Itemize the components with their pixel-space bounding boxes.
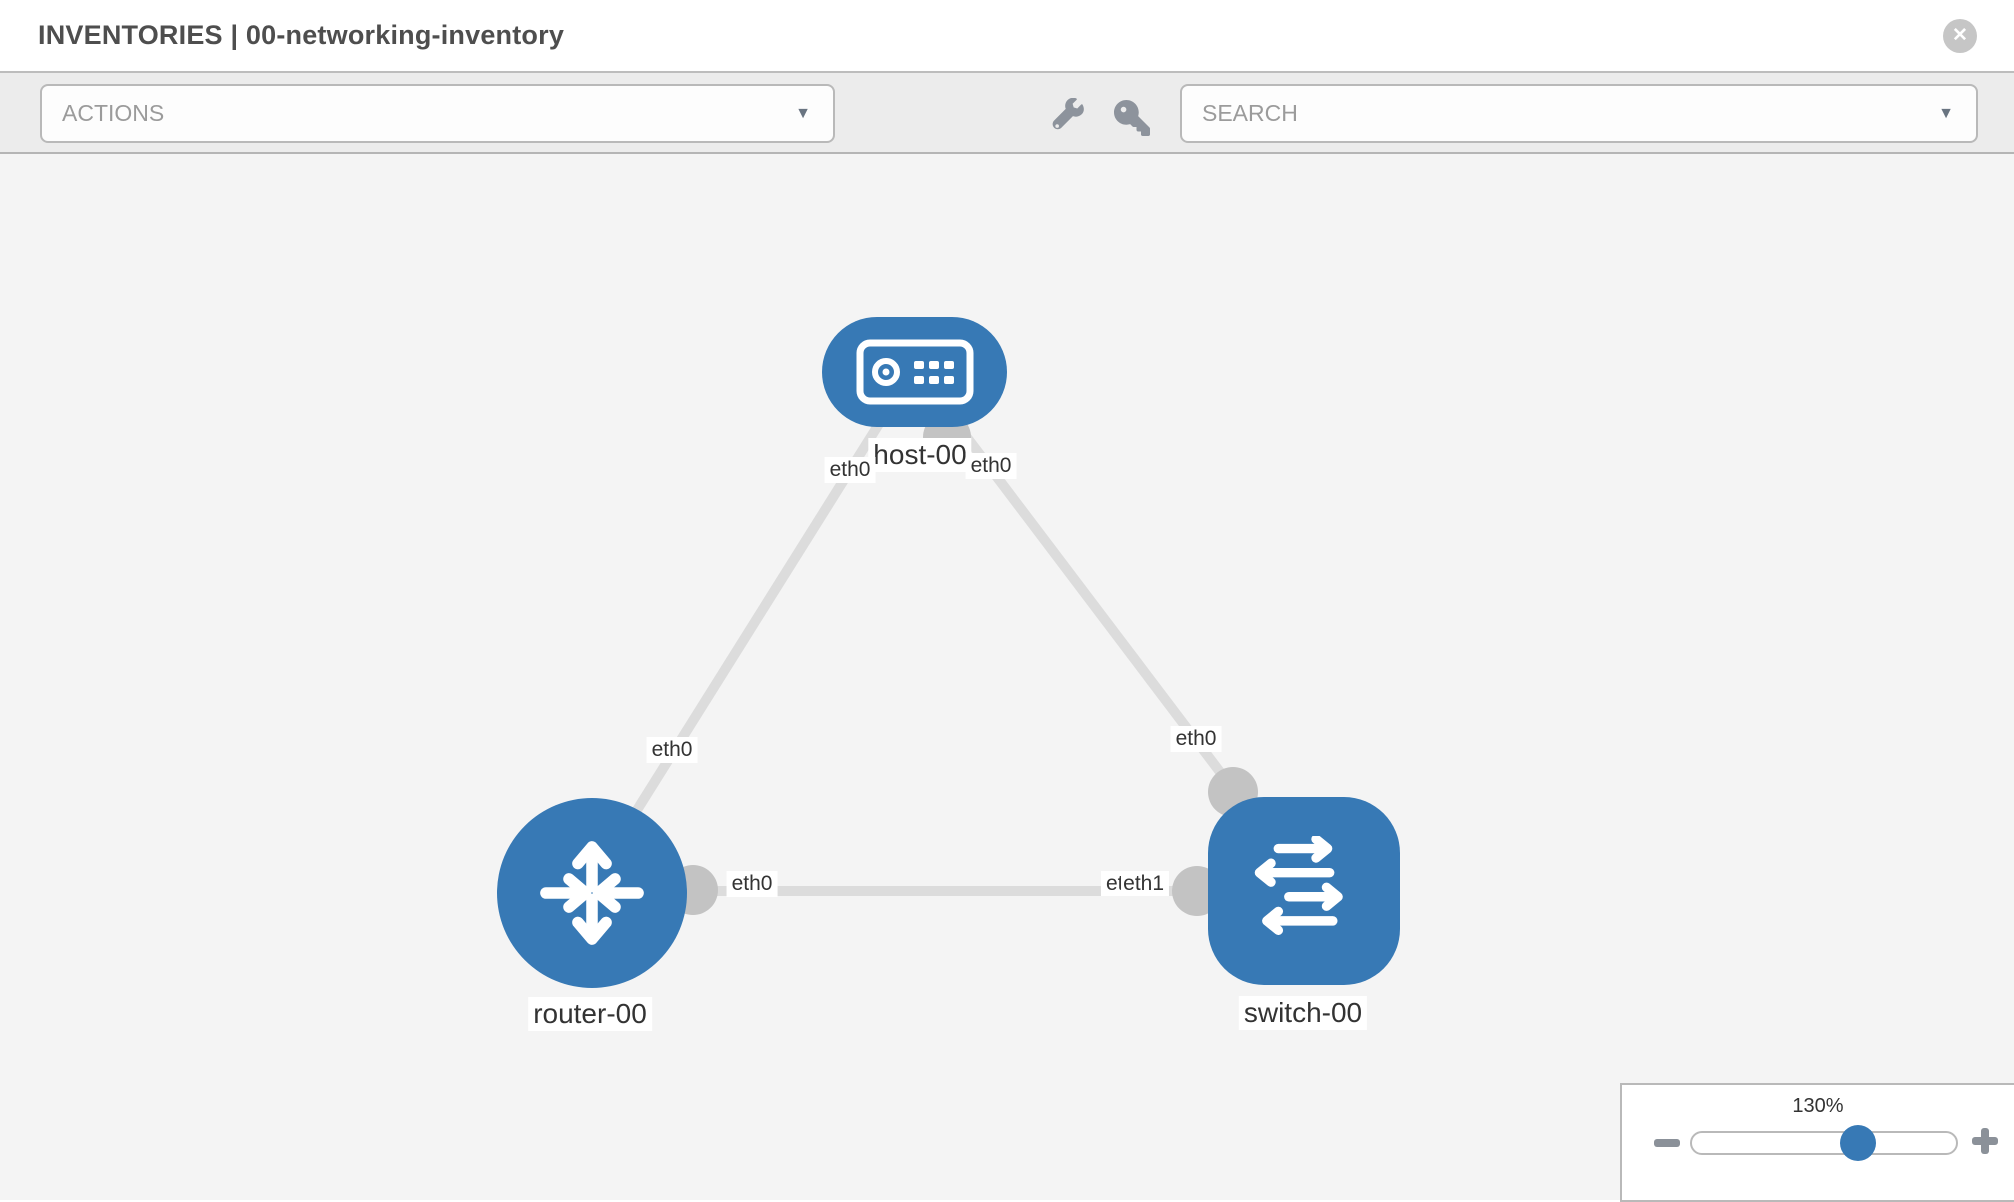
interface-label-host-right: eth0 xyxy=(965,453,1017,479)
minus-bar xyxy=(1654,1139,1680,1147)
interface-label-switch-top: eth0 xyxy=(1170,726,1222,752)
node-router[interactable] xyxy=(497,798,687,988)
interface-label-router-top: eth0 xyxy=(646,737,698,763)
key-icon[interactable] xyxy=(1114,100,1150,136)
chevron-down-icon: ▼ xyxy=(795,105,811,122)
switch-icon xyxy=(1254,836,1343,935)
zoom-out-icon[interactable] xyxy=(1654,1139,1680,1147)
zoom-slider-knob[interactable] xyxy=(1840,1125,1876,1161)
interface-label-switch-left-group: etleth1 xyxy=(1100,871,1170,896)
zoom-in-icon[interactable] xyxy=(1972,1128,1998,1154)
page-header: INVENTORIES | 00-networking-inventory ✕ xyxy=(0,0,2014,71)
wrench-icon[interactable] xyxy=(1052,98,1085,131)
close-button[interactable]: ✕ xyxy=(1943,19,1977,53)
zoom-slider-track[interactable] xyxy=(1690,1131,1958,1155)
node-host[interactable] xyxy=(822,317,1007,427)
search-dropdown[interactable]: SEARCH ▼ xyxy=(1180,84,1978,143)
page-title: INVENTORIES | 00-networking-inventory xyxy=(38,20,565,50)
interface-label-router-right: eth0 xyxy=(726,871,778,897)
topology-canvas[interactable]: host-00 router-00 switch-00 eth0 eth0 et… xyxy=(0,154,2014,1202)
node-label-switch: switch-00 xyxy=(1238,996,1368,1030)
node-label-router: router-00 xyxy=(528,997,652,1031)
zoom-panel: 130% xyxy=(1620,1083,2014,1202)
router-icon xyxy=(540,841,644,945)
node-label-host: host-00 xyxy=(868,438,972,472)
toolbar: ACTIONS ▼ SEARCH ▼ xyxy=(0,71,2014,154)
search-dropdown-label: SEARCH xyxy=(1202,100,1298,126)
zoom-level: 130% xyxy=(1792,1095,1844,1117)
actions-dropdown-label: ACTIONS xyxy=(62,100,165,126)
close-icon: ✕ xyxy=(1952,25,1968,46)
interface-label-host-left: eth0 xyxy=(824,457,876,483)
links-layer xyxy=(580,397,1304,916)
node-switch[interactable] xyxy=(1208,797,1400,985)
interface-label-switch-left: eth1 xyxy=(1121,871,1170,896)
plus-bar-v xyxy=(1981,1128,1989,1154)
chevron-down-icon: ▼ xyxy=(1938,105,1954,122)
actions-dropdown[interactable]: ACTIONS ▼ xyxy=(40,84,835,143)
host-icon xyxy=(856,339,973,405)
